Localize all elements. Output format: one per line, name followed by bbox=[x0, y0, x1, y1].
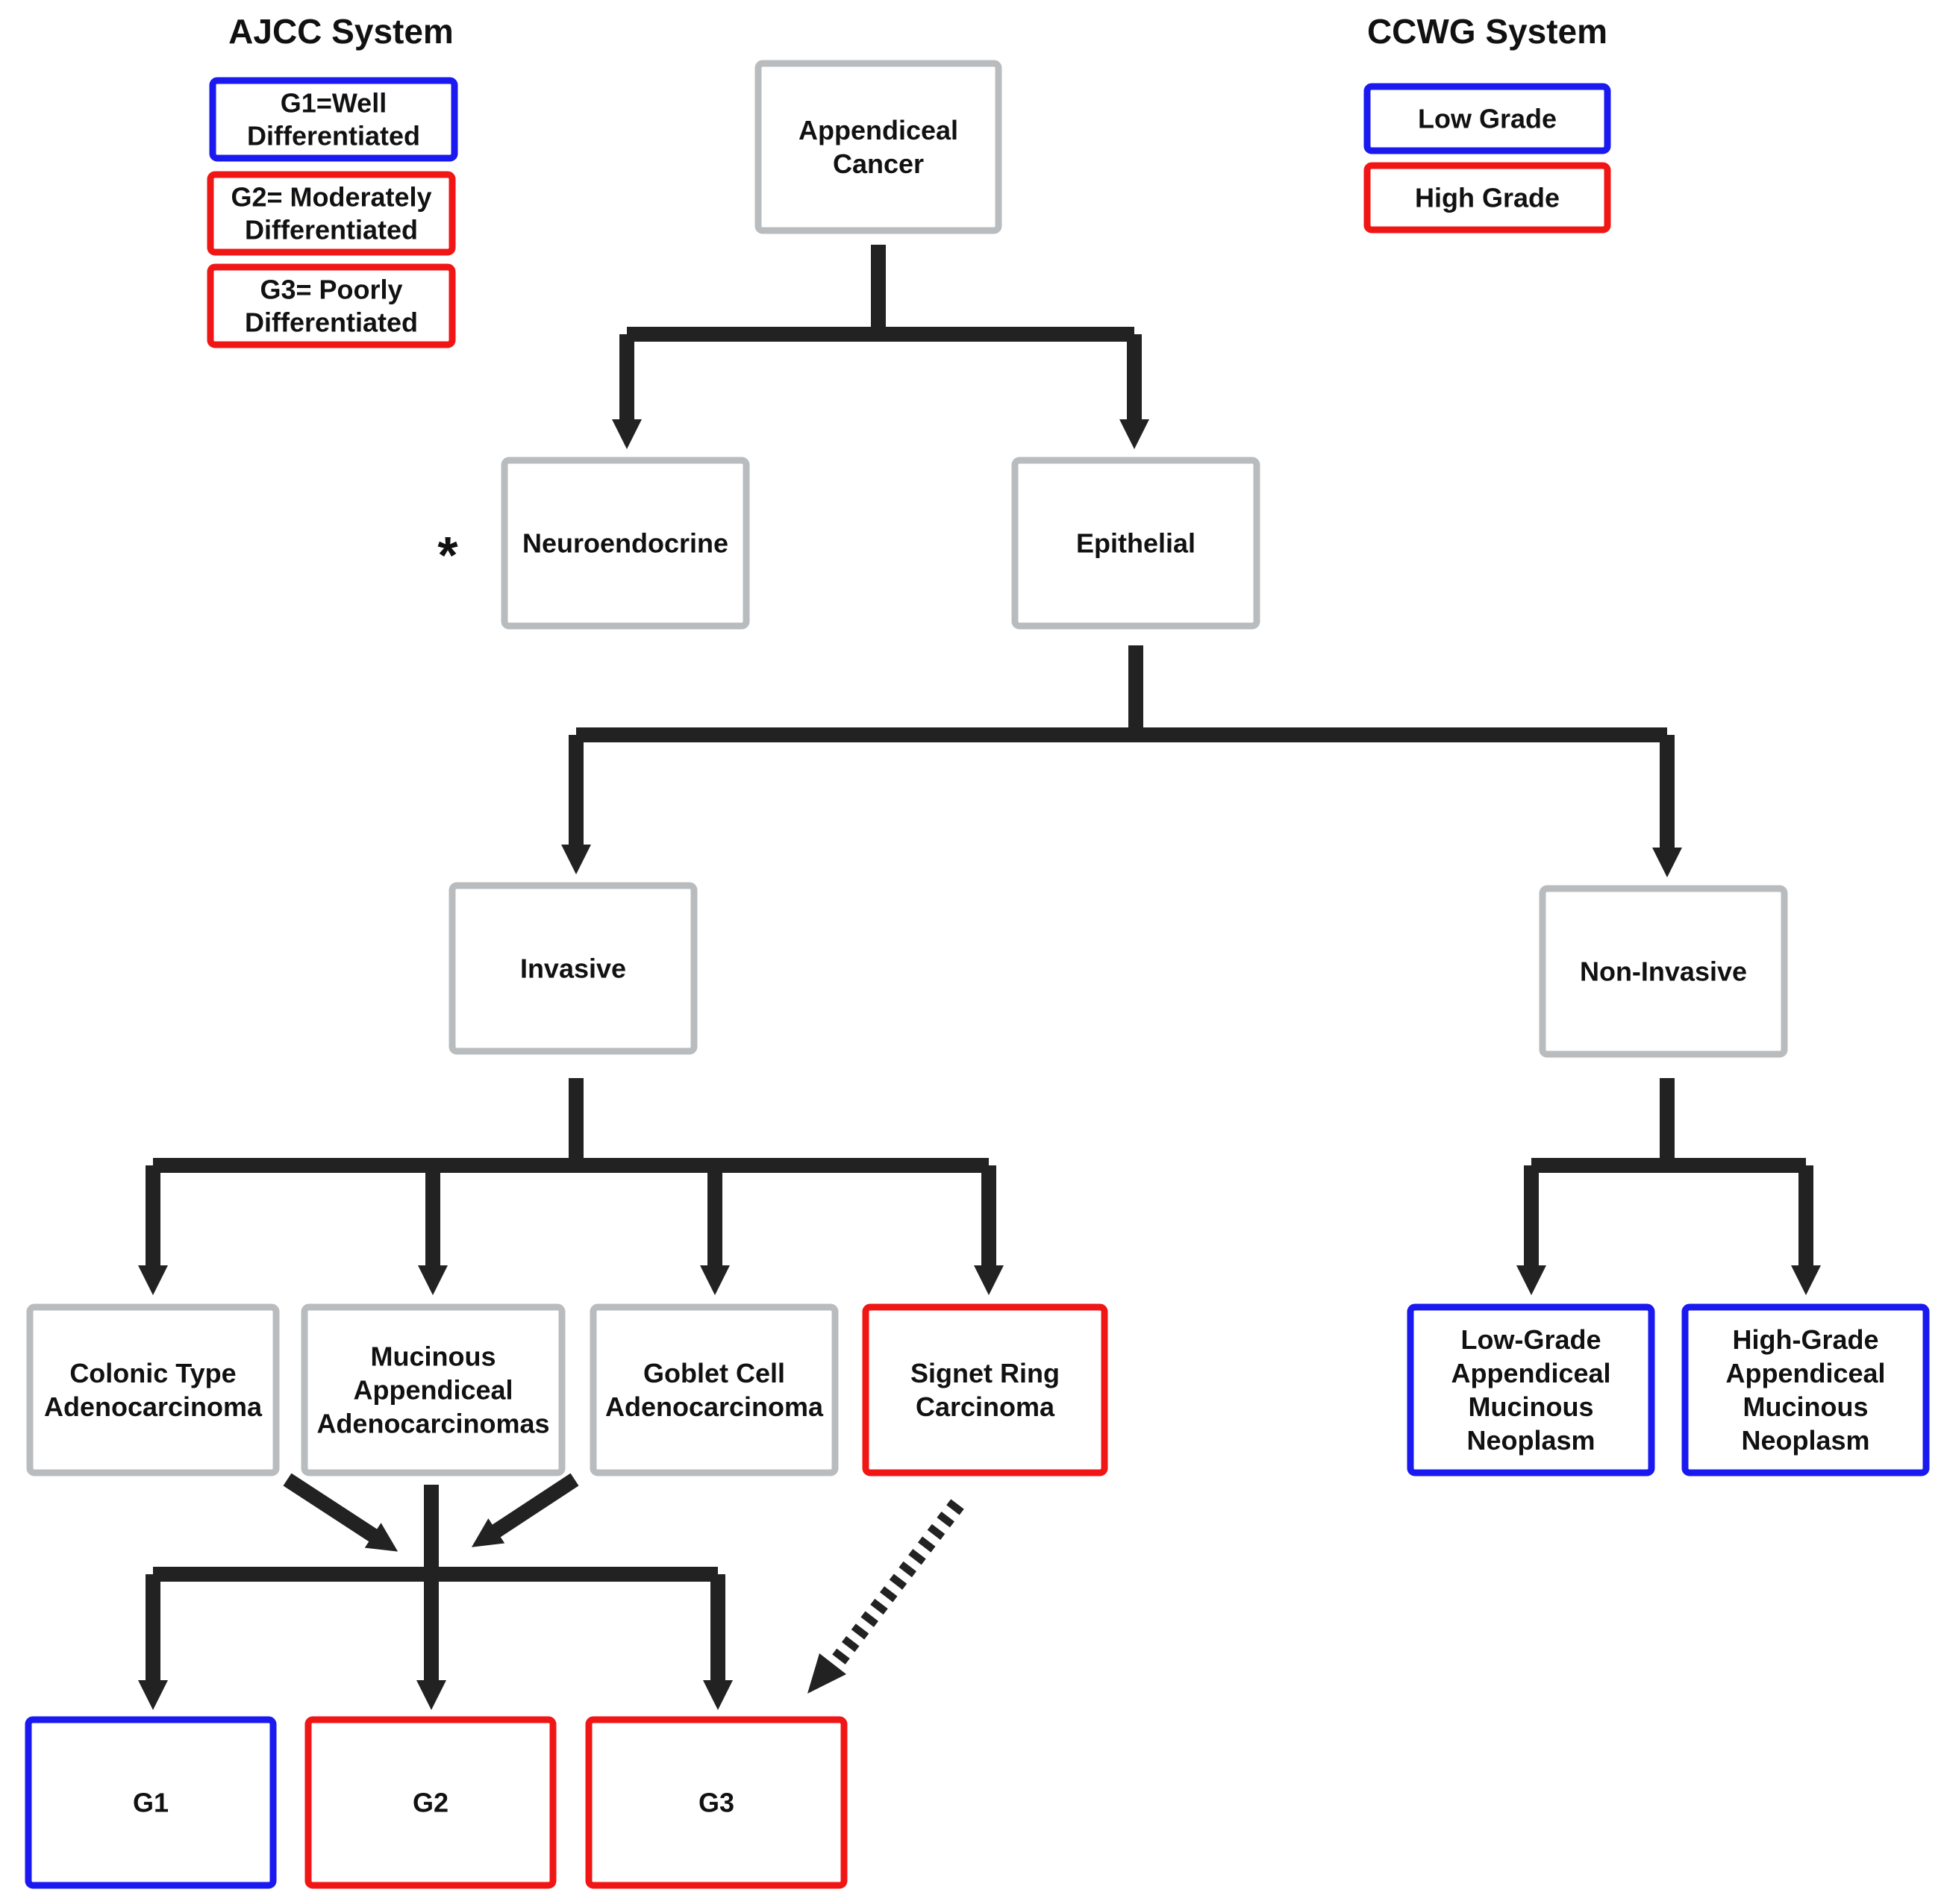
node-g3-border bbox=[585, 1716, 848, 1889]
node-non-invasive-border bbox=[1539, 885, 1788, 1058]
node-g2: G2 bbox=[304, 1716, 557, 1889]
node-goblet-cell-adenocarcinoma-label-line: Adenocarcinoma bbox=[605, 1391, 824, 1422]
ajcc-legend-item-g1-label-line: G1=Well bbox=[281, 88, 387, 119]
node-appendiceal-cancer-label-line: Appendiceal bbox=[798, 115, 958, 145]
node-colonic-type-adenocarcinoma-label-line: Adenocarcinoma bbox=[44, 1391, 263, 1422]
node-invasive-label-line: Invasive bbox=[520, 953, 626, 984]
node-colonic-type-adenocarcinoma-border bbox=[26, 1303, 280, 1476]
node-epithelial-border bbox=[1011, 457, 1260, 630]
ccwg-legend-title: CCWG System bbox=[1367, 12, 1607, 51]
node-neuroendocrine: Neuroendocrine bbox=[501, 457, 750, 630]
arrow-colonic-to-grades bbox=[283, 1473, 399, 1552]
ajcc-legend-item-g1-label-line: Differentiated bbox=[247, 121, 420, 151]
node-signet-ring-carcinoma-border bbox=[862, 1303, 1108, 1476]
node-high-grade-appendiceal-mucinous-neoplasm-label-line: Mucinous bbox=[1743, 1391, 1869, 1422]
node-non-invasive-label-line: Non-Invasive bbox=[1580, 956, 1747, 987]
ajcc-legend-item-g2-border bbox=[207, 171, 456, 256]
node-g3-label-line: G3 bbox=[698, 1788, 734, 1818]
node-colonic-type-adenocarcinoma-label-line: Colonic Type bbox=[69, 1358, 236, 1388]
node-high-grade-appendiceal-mucinous-neoplasm-label-line: Neoplasm bbox=[1741, 1425, 1869, 1456]
node-signet-ring-carcinoma-label-line: Signet Ring bbox=[910, 1358, 1060, 1388]
ajcc-legend-item-g3-border bbox=[207, 263, 456, 348]
arrow-goblet-to-grades bbox=[471, 1473, 579, 1547]
ccwg-legend-item-high-grade-label-line: High Grade bbox=[1415, 183, 1560, 213]
node-invasive-border bbox=[449, 882, 698, 1055]
ajcc-legend-title: AJCC System bbox=[228, 12, 454, 51]
node-low-grade-appendiceal-mucinous-neoplasm-label-line: Low-Grade bbox=[1460, 1324, 1601, 1355]
node-goblet-cell-adenocarcinoma-label-line: Goblet Cell bbox=[643, 1358, 785, 1388]
node-neuroendocrine-border bbox=[501, 457, 750, 630]
node-appendiceal-cancer-border bbox=[754, 60, 1002, 234]
node-invasive: Invasive bbox=[449, 882, 698, 1055]
node-neuroendocrine-label-line: Neuroendocrine bbox=[522, 528, 728, 559]
ccwg-legend-item-low-grade-border bbox=[1363, 83, 1611, 154]
node-mucinous-appendiceal-adenocarcinomas-label-line: Mucinous bbox=[371, 1341, 496, 1372]
node-high-grade-appendiceal-mucinous-neoplasm-border bbox=[1681, 1303, 1930, 1476]
ajcc-legend-item-g3-label-line: Differentiated bbox=[245, 307, 418, 338]
node-g3: G3 bbox=[585, 1716, 848, 1889]
node-low-grade-appendiceal-mucinous-neoplasm-border bbox=[1407, 1303, 1655, 1476]
node-high-grade-appendiceal-mucinous-neoplasm-label-line: Appendiceal bbox=[1725, 1358, 1885, 1388]
node-high-grade-appendiceal-mucinous-neoplasm-label-line: High-Grade bbox=[1732, 1324, 1878, 1355]
ajcc-legend-item-g1-border bbox=[209, 77, 458, 162]
ajcc-legend-item-g2-label-line: Differentiated bbox=[245, 215, 418, 245]
node-g2-label-line: G2 bbox=[413, 1788, 449, 1818]
neuroendocrine-asterisk: * bbox=[437, 526, 458, 584]
node-g1: G1 bbox=[25, 1716, 277, 1889]
node-appendiceal-cancer-label-line: Cancer bbox=[833, 148, 924, 179]
node-g1-label-line: G1 bbox=[133, 1788, 169, 1818]
node-low-grade-appendiceal-mucinous-neoplasm-label-line: Mucinous bbox=[1469, 1391, 1594, 1422]
node-g1-border bbox=[25, 1716, 277, 1889]
ajcc-legend-item-g2-label-line: G2= Moderately bbox=[231, 182, 431, 213]
ccwg-legend-item-low-grade-label-line: Low Grade bbox=[1418, 104, 1557, 134]
node-mucinous-appendiceal-adenocarcinomas-label-line: Adenocarcinomas bbox=[316, 1409, 549, 1439]
node-mucinous-appendiceal-adenocarcinomas-label-line: Appendiceal bbox=[353, 1375, 513, 1406]
node-low-grade-appendiceal-mucinous-neoplasm-label-line: Neoplasm bbox=[1466, 1425, 1595, 1456]
ccwg-legend-item-high-grade: High Grade bbox=[1363, 162, 1611, 234]
node-goblet-cell-adenocarcinoma-border bbox=[590, 1303, 839, 1476]
ccwg-legend-item-high-grade-border bbox=[1363, 162, 1611, 234]
node-mucinous-appendiceal-adenocarcinomas-border bbox=[301, 1303, 566, 1476]
connectors bbox=[138, 245, 1821, 1710]
node-epithelial-label-line: Epithelial bbox=[1076, 528, 1196, 559]
dashed-arrow-signet-to-g3-shaft bbox=[828, 1499, 964, 1670]
ajcc-legend-item-g3-label-line: G3= Poorly bbox=[260, 275, 402, 305]
node-epithelial: Epithelial bbox=[1011, 457, 1260, 630]
node-signet-ring-carcinoma-label-line: Carcinoma bbox=[916, 1391, 1055, 1422]
node-low-grade-appendiceal-mucinous-neoplasm-label-line: Appendiceal bbox=[1451, 1358, 1610, 1388]
node-non-invasive: Non-Invasive bbox=[1539, 885, 1788, 1058]
dashed-arrow-signet-to-g3-head bbox=[807, 1653, 846, 1694]
node-g2-border bbox=[304, 1716, 557, 1889]
ccwg-legend-item-low-grade: Low Grade bbox=[1363, 83, 1611, 154]
